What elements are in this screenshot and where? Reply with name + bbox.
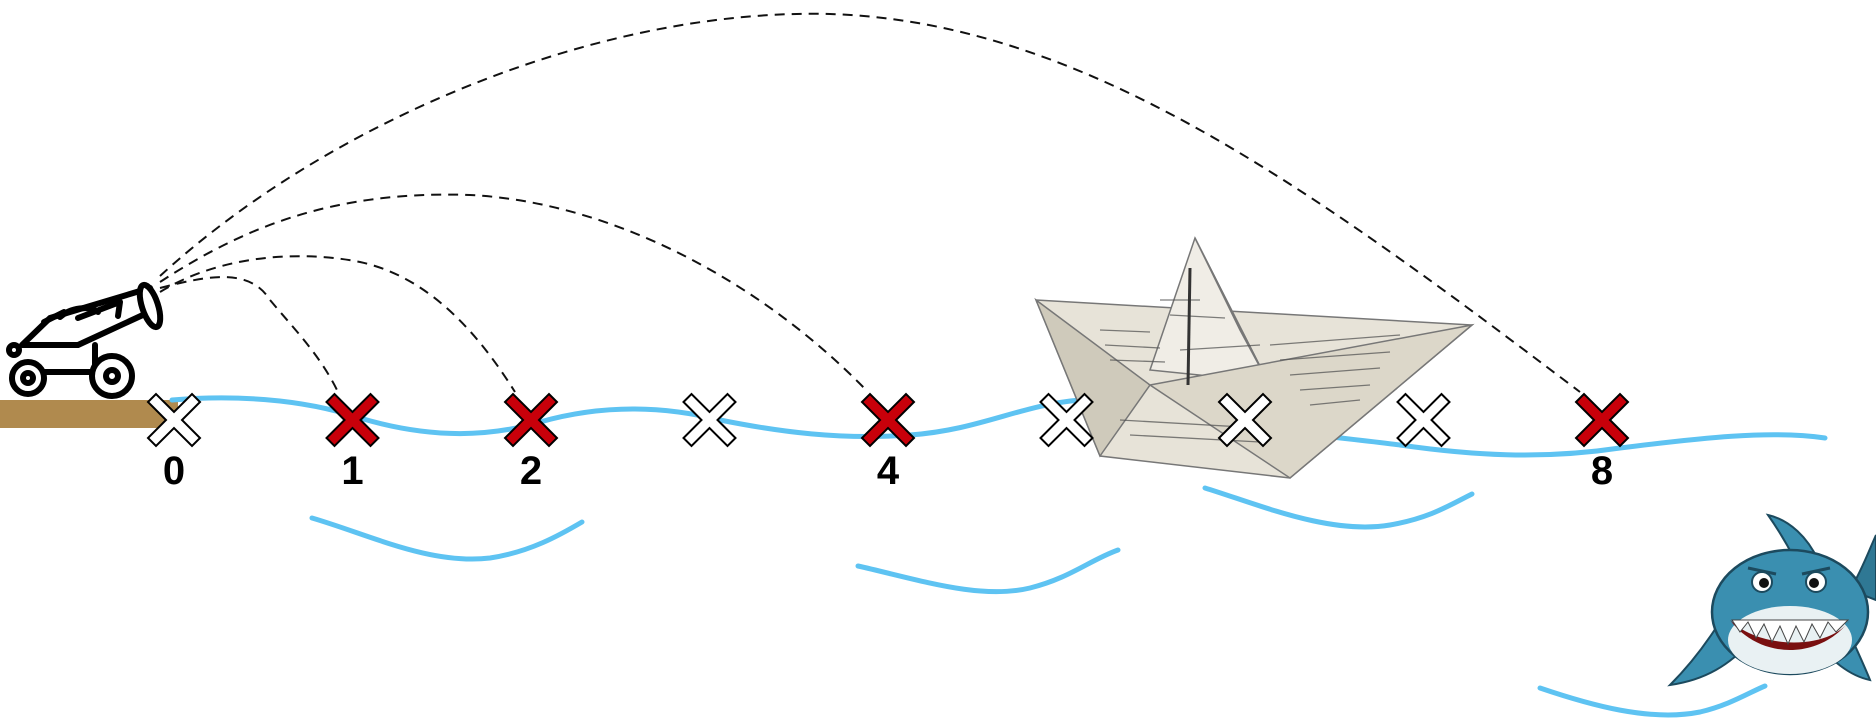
water-surface bbox=[172, 398, 1825, 455]
position-label-0: 0 bbox=[163, 449, 185, 493]
shark-illustration bbox=[1670, 515, 1876, 685]
position-label-8: 8 bbox=[1591, 449, 1613, 493]
wave-lower-3 bbox=[1205, 488, 1472, 527]
miss-marker-7 bbox=[1398, 394, 1450, 446]
hit-marker-8 bbox=[1576, 394, 1628, 446]
position-label-4: 4 bbox=[877, 449, 900, 493]
trajectory-to-1 bbox=[160, 277, 338, 392]
position-label-1: 1 bbox=[341, 449, 363, 493]
wave-lower-4 bbox=[1540, 686, 1765, 715]
wave-lower-1 bbox=[312, 518, 582, 559]
wave-lower-2 bbox=[858, 550, 1118, 592]
position-label-2: 2 bbox=[520, 449, 542, 493]
position-markers: 0 1 2 4 8 bbox=[148, 394, 1628, 493]
cannon-icon bbox=[9, 283, 164, 396]
